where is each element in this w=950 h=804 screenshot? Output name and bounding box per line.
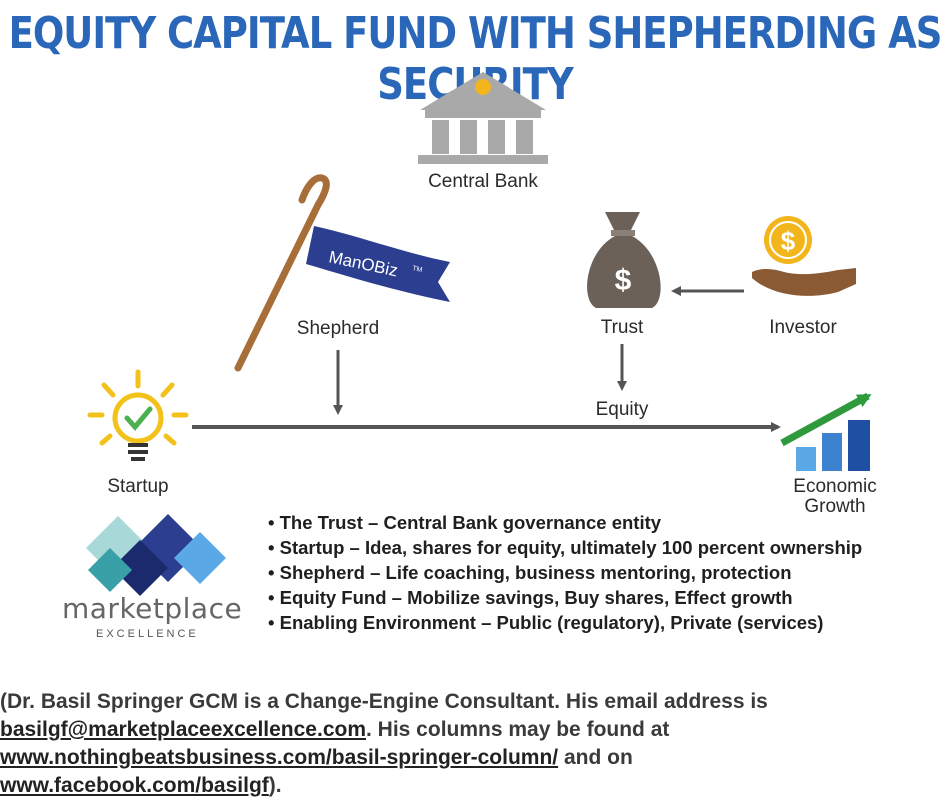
bullet-item: Equity Fund – Mobilize savings, Buy shar… xyxy=(268,585,948,610)
manobiz-flag: ManOBiz TM xyxy=(306,226,450,302)
author-footer: (Dr. Basil Springer GCM is a Change-Engi… xyxy=(0,688,950,800)
economic-growth-line1: Economic xyxy=(793,476,877,497)
svg-text:$: $ xyxy=(781,226,796,256)
money-bag-icon: $ xyxy=(587,212,661,308)
svg-text:$: $ xyxy=(615,264,632,297)
growth-chart-icon xyxy=(780,392,872,471)
logo-brand-text: marketplace xyxy=(62,592,243,625)
facebook-link[interactable]: www.facebook.com/basilgf xyxy=(0,774,269,797)
investor-hand-coin-icon: $ xyxy=(752,216,856,296)
bullet-item: Shepherd – Life coaching, business mento… xyxy=(268,560,948,585)
column-link[interactable]: www.nothingbeatsbusiness.com/basil-sprin… xyxy=(0,746,559,769)
startup-label: Startup xyxy=(107,476,169,497)
shepherd-label: Shepherd xyxy=(296,318,380,339)
investor-label: Investor xyxy=(769,317,837,338)
equity-label: Equity xyxy=(595,399,649,420)
shepherd-crook-icon xyxy=(234,174,330,372)
bullet-item: Startup – Idea, shares for equity, ultim… xyxy=(268,535,948,560)
bank-icon xyxy=(418,72,548,164)
marketplace-logo-icon xyxy=(86,514,226,596)
footer-text-4: ). xyxy=(268,774,282,797)
footer-text-3: and on xyxy=(558,746,633,769)
trust-label: Trust xyxy=(600,317,644,338)
footer-text-1: (Dr. Basil Springer GCM is a Change-Engi… xyxy=(0,690,768,713)
lightbulb-icon xyxy=(87,369,189,461)
central-bank-label: Central Bank xyxy=(428,171,538,192)
flag-trademark: TM xyxy=(412,265,424,274)
bullet-item: The Trust – Central Bank governance enti… xyxy=(268,510,948,535)
bullet-list: The Trust – Central Bank governance enti… xyxy=(268,510,948,635)
logo-tagline: EXCELLENCE xyxy=(96,628,199,640)
footer-text-2: . His columns may be found at xyxy=(366,718,670,741)
bullet-item: Enabling Environment – Public (regulator… xyxy=(268,610,948,635)
email-link[interactable]: basilgf@marketplaceexcellence.com xyxy=(0,718,366,741)
